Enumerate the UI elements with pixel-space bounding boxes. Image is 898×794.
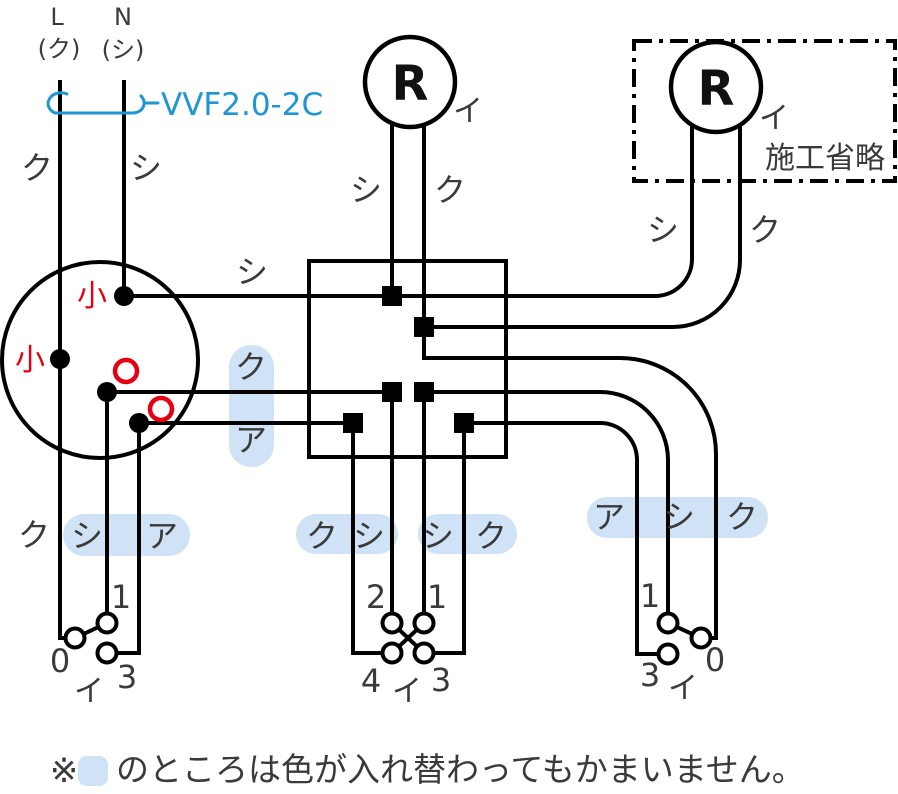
switch-mid-hl-ku-left: ク [306,517,338,555]
switch-left-terminal-0 [63,626,87,650]
lamp-right-circuit: イ [759,101,789,136]
connector-ring-1 [112,357,140,385]
label-junction-hl-ku: ク [235,348,267,386]
label-l-terminal: L [50,3,64,31]
label-neutral-line: シ [236,253,268,291]
switch-right-terminal-3 [656,642,680,666]
highlight-switch-mid-right-wires [418,514,517,554]
switch-left-wire-ku: ク [18,516,50,554]
switch-mid-hl-ku-right: ク [475,517,507,555]
switch-mid-terminal-1 [412,611,436,635]
note-highlight-swatch [78,756,108,786]
switch-left-terminal-1 [95,611,119,635]
junction-dot-a-line [129,413,149,433]
switch-right-label-1: 1 [640,577,660,615]
junction-box-circle [0,260,200,460]
wire-to-4way-3 [424,423,466,655]
lamp-left-circuit: イ [453,94,483,129]
sleeve-small-top: 小 [77,279,107,314]
switch-mid-label-1: 1 [427,578,447,616]
switch-mid-label-3: 3 [431,661,451,699]
cable-loop-icon [46,91,160,115]
highlight-switch-left-wires [63,514,190,556]
box-terminal-4 [414,382,434,402]
switch-right-terminal-0 [689,626,713,650]
box-terminal-3 [382,382,402,402]
junction-dot-neutral [114,286,134,306]
junction-connections [50,286,175,433]
switch-mid-hl-shi-left: シ [353,517,385,555]
switch-right-circuit: イ [668,671,698,706]
switch-right-label-0: 0 [705,641,725,679]
switch-mid-terminal-2 [380,611,404,635]
wire-to-4way-4 [351,423,392,655]
label-n-terminal: N [114,3,132,31]
box-terminal-6 [454,413,474,433]
note-mark: ※ [50,751,79,791]
switch-right-hl-shi: シ [663,498,695,536]
wire-to-switch-right-0 [422,327,718,640]
switch-mid-hl-shi-right: シ [422,517,454,555]
wire-traveller-to-switch-right-1 [424,390,670,623]
lamp-right-wire-shi: シ [647,211,679,249]
switch-mid-label-4: 4 [361,662,381,700]
highlight-junction-lines [229,345,274,467]
label-n-color: (シ) [102,36,145,64]
wire-lamp-right-ku [424,110,742,329]
box-terminal-5 [343,413,363,433]
label-n-feed: シ [130,149,162,187]
label-junction-hl-a: ア [235,421,267,459]
note-text: のところは色が入れ替わってもかまいません。 [116,750,805,789]
lamp-left-circle [362,34,458,130]
lamp-right-symbol: R [698,61,735,117]
switch-right-terminal-1 [656,611,680,635]
highlight-switch-mid-left-wires [296,514,398,554]
wire-neutral-to-lamps [124,110,694,298]
lamp-left-wire-shi: シ [350,171,382,209]
lamp-right-circle [668,39,764,135]
box-terminal-2 [414,317,434,337]
junction-dot-live [50,349,70,369]
switch-right-hl-ku: ク [726,498,758,536]
note: ※ のところは色が入れ替わってもかまいません。 [50,750,805,791]
cable-label: VVF2.0-2C [161,87,323,123]
lamp-right-wire-ku: ク [749,211,781,249]
switch-right-label-3: 3 [640,656,660,694]
outlet-box-terminals [343,286,474,433]
switch-left-circuit: イ [74,674,104,709]
junction-dot-ku-line [97,382,117,402]
switch-mid-label-2: 2 [366,578,386,616]
switch-left-label-3: 3 [117,658,137,696]
switch-mid-terminal-3 [412,641,436,665]
highlight-switch-right-wires [587,497,768,538]
label-l-color: (ク) [38,35,81,63]
box-terminal-1 [382,286,402,306]
connector-ring-2 [147,395,175,423]
labels: L N (ク) (シ) VVF2.0-2C ク シ 小 小 シ ク ア R イ … [15,3,885,709]
wire-traveller-to-switch-right-3 [464,421,668,656]
switch-mid-terminal-4 [380,641,404,665]
switch-left-hl-a: ア [146,517,178,555]
omission-label: 施工省略 [765,141,885,176]
switch-left-hl-shi: シ [71,517,103,555]
highlight-regions [63,345,768,556]
sleeve-small-left: 小 [15,343,45,378]
lamp-left-symbol: R [392,56,429,112]
label-l-feed: ク [21,149,53,187]
switch-left-label-0: 0 [50,642,70,680]
switch-right-hl-a: ア [593,498,625,536]
lamp-left-wire-ku: ク [434,171,466,209]
switch-mid-circuit: イ [392,674,422,709]
omission-dashdot-box [632,39,897,183]
switch-left-label-1: 1 [111,578,131,616]
switch-left-terminal-3 [95,641,119,665]
switch-terminals [63,611,713,666]
